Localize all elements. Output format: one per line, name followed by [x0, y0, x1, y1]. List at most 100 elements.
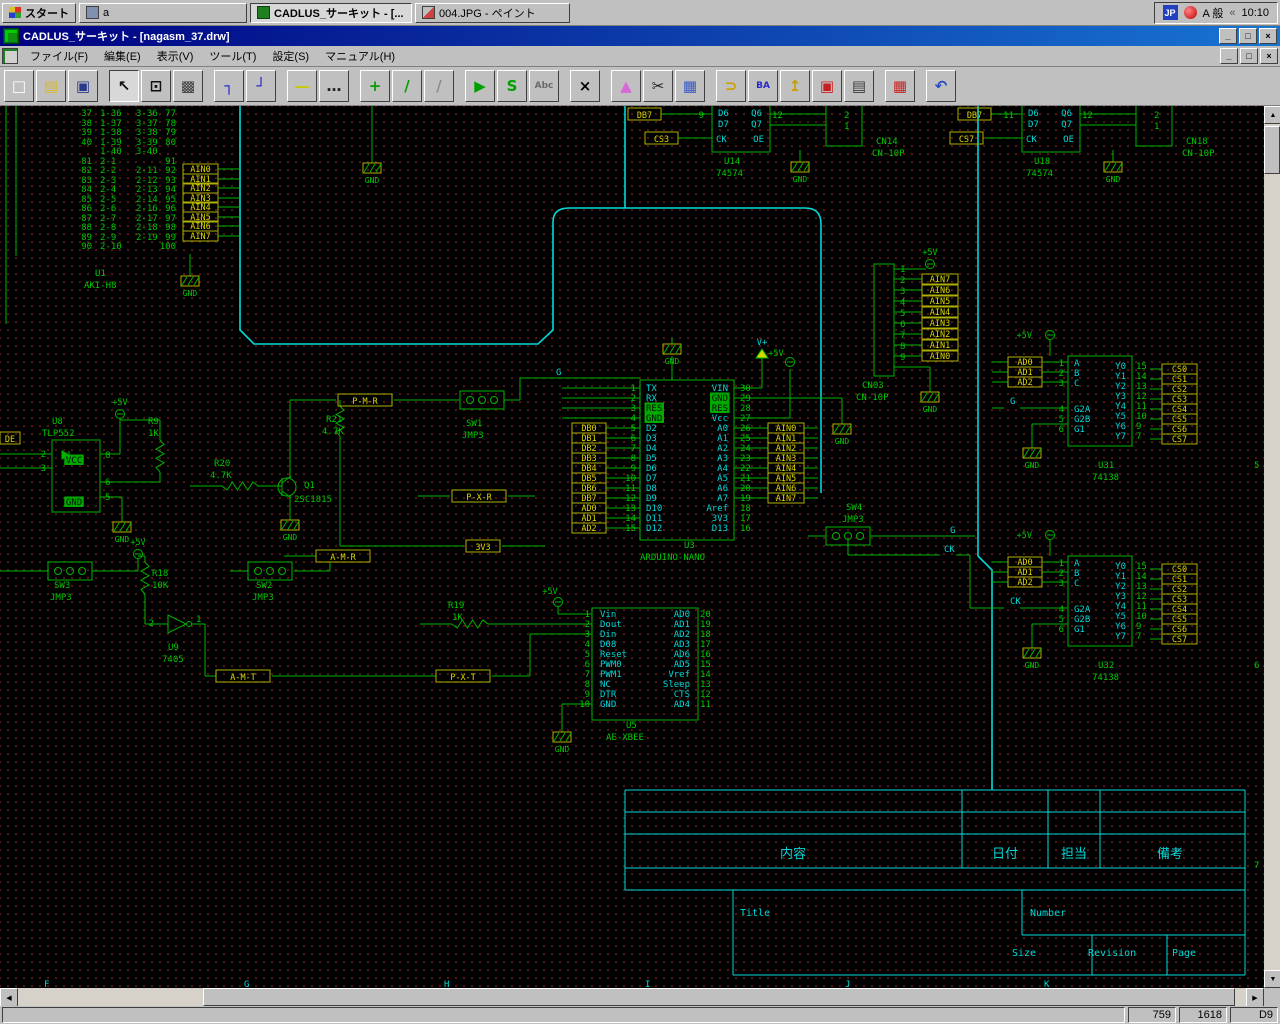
svg-text:GND: GND — [793, 175, 808, 184]
svg-text:AIN7: AIN7 — [190, 232, 210, 242]
svg-text:AD3: AD3 — [674, 640, 690, 650]
menu-view[interactable]: 表示(V) — [149, 46, 202, 66]
yellow-line-button[interactable]: — — [287, 70, 317, 102]
text-abc-button[interactable]: Abc — [529, 70, 559, 102]
add-wire-button[interactable]: + — [360, 70, 390, 102]
net-s-button[interactable]: S — [497, 70, 527, 102]
ime-lang-indicator[interactable]: A 般 — [1203, 5, 1224, 21]
grid-snap-button[interactable]: ▩ — [173, 70, 203, 102]
svg-text:Y0: Y0 — [1115, 362, 1126, 372]
tray-red-icon[interactable] — [1184, 6, 1197, 19]
tray-chevron-icon[interactable]: « — [1229, 7, 1235, 19]
taskbar-item-cadlus[interactable]: CADLUS_サーキット - [... — [250, 3, 412, 23]
menu-tools[interactable]: ツール(T) — [201, 46, 264, 66]
undo-button[interactable]: ↶ — [926, 70, 956, 102]
svg-text:AIN5: AIN5 — [930, 297, 950, 307]
scroll-down-arrow[interactable]: ▼ — [1264, 970, 1280, 988]
close-button[interactable]: × — [1259, 28, 1277, 44]
svg-text:10: 10 — [1136, 612, 1147, 622]
draw-line2-button[interactable]: / — [424, 70, 454, 102]
vertical-scrollbar[interactable]: ▲ ▼ — [1264, 106, 1280, 988]
menu-settings[interactable]: 設定(S) — [264, 46, 317, 66]
svg-text:Page: Page — [1172, 948, 1196, 959]
horizontal-scroll-thumb[interactable] — [203, 988, 1235, 1006]
svg-text:8: 8 — [105, 451, 110, 461]
select-area-button[interactable]: ⊡ — [141, 70, 171, 102]
gate-symbol-button[interactable]: ⊃ — [716, 70, 746, 102]
ba-tool-button[interactable]: BA — [748, 70, 778, 102]
mdi-restore-button[interactable]: □ — [1240, 48, 1258, 64]
wire-corner2-button[interactable]: ┘ — [246, 70, 276, 102]
menu-edit[interactable]: 編集(E) — [96, 46, 149, 66]
svg-text:9: 9 — [699, 111, 704, 121]
svg-text:JMP3: JMP3 — [50, 593, 72, 603]
select-cursor-button[interactable]: ↖ — [109, 70, 139, 102]
run-check-button[interactable]: ▶ — [465, 70, 495, 102]
horizontal-scrollbar[interactable]: ◀ ▶ — [0, 988, 1264, 1006]
svg-text:GND: GND — [555, 745, 570, 754]
marker-triangle-button[interactable]: ▲ — [611, 70, 641, 102]
svg-text:2: 2 — [585, 620, 590, 630]
svg-text:AD5: AD5 — [674, 660, 690, 670]
svg-text:CN-10P: CN-10P — [856, 393, 889, 403]
menu-manual[interactable]: マニュアル(H) — [317, 46, 403, 66]
svg-text:G2B: G2B — [1074, 615, 1090, 625]
vertical-scroll-thumb[interactable] — [1264, 126, 1280, 174]
app-icon — [3, 28, 19, 44]
svg-text:GND: GND — [365, 176, 380, 185]
save-file-button[interactable]: ▣ — [68, 70, 98, 102]
menu-file[interactable]: ファイル(F) — [22, 46, 96, 66]
new-file-button[interactable]: □ — [4, 70, 34, 102]
red-grid-button[interactable]: ▦ — [885, 70, 915, 102]
svg-text:2: 2 — [1059, 569, 1064, 579]
scroll-right-arrow[interactable]: ▶ — [1246, 988, 1264, 1008]
svg-text:Y1: Y1 — [1115, 372, 1126, 382]
svg-text:Y3: Y3 — [1115, 592, 1126, 602]
document-icon[interactable] — [2, 48, 18, 64]
svg-text:P-X-T: P-X-T — [450, 673, 476, 683]
svg-text:11: 11 — [700, 700, 711, 710]
svg-text:7: 7 — [585, 670, 590, 680]
image-box-button[interactable]: ▣ — [812, 70, 842, 102]
svg-text:TX: TX — [646, 384, 657, 394]
minimize-button[interactable]: _ — [1219, 28, 1237, 44]
ime-indicator[interactable]: JP — [1163, 5, 1178, 20]
svg-text:12: 12 — [700, 690, 711, 700]
delete-button[interactable]: × — [570, 70, 600, 102]
print-button[interactable]: ▤ — [844, 70, 874, 102]
scroll-up-arrow[interactable]: ▲ — [1264, 106, 1280, 124]
color-palette-button[interactable]: ▦ — [675, 70, 705, 102]
cut-button[interactable]: ✂ — [643, 70, 673, 102]
svg-text:7: 7 — [900, 331, 905, 341]
svg-text:74574: 74574 — [1026, 169, 1053, 179]
svg-text:74574: 74574 — [716, 169, 743, 179]
svg-text:88: 88 — [81, 223, 92, 233]
schematic-drawing[interactable]: GNDGNDGNDGNDGNDGNDGNDGNDGNDGNDGNDGND+5V+… — [0, 106, 1264, 988]
wire-corner-button[interactable]: ┐ — [214, 70, 244, 102]
taskbar-item-a[interactable]: a — [79, 3, 247, 23]
svg-text:G2B: G2B — [1074, 415, 1090, 425]
svg-text:27: 27 — [740, 414, 751, 424]
open-file-button[interactable]: ▤ — [36, 70, 66, 102]
svg-text:90: 90 — [81, 242, 92, 252]
svg-text:28: 28 — [740, 404, 751, 414]
svg-text:Q7: Q7 — [1061, 120, 1072, 130]
line-style-button[interactable]: … — [319, 70, 349, 102]
taskbar-item-paint[interactable]: 004.JPG - ペイント — [415, 3, 570, 23]
svg-text:R9: R9 — [148, 417, 159, 427]
title-bar[interactable]: CADLUS_サーキット - [nagasm_37.drw] _ □ × — [0, 26, 1280, 46]
start-button[interactable]: スタート — [2, 3, 76, 23]
svg-text:15: 15 — [625, 524, 636, 534]
svg-text:+5V: +5V — [768, 349, 783, 359]
windows-logo-icon — [9, 7, 21, 18]
svg-text:A0: A0 — [717, 424, 728, 434]
scroll-left-arrow[interactable]: ◀ — [0, 988, 18, 1008]
draw-line-button[interactable]: / — [392, 70, 422, 102]
schematic-canvas[interactable]: GNDGNDGNDGNDGNDGNDGNDGNDGNDGNDGNDGND+5V+… — [0, 106, 1264, 988]
export-up-button[interactable]: ↥ — [780, 70, 810, 102]
svg-text:4: 4 — [1059, 605, 1064, 615]
mdi-minimize-button[interactable]: _ — [1220, 48, 1238, 64]
maximize-button[interactable]: □ — [1239, 28, 1257, 44]
svg-text:7: 7 — [631, 444, 636, 454]
mdi-close-button[interactable]: × — [1260, 48, 1278, 64]
